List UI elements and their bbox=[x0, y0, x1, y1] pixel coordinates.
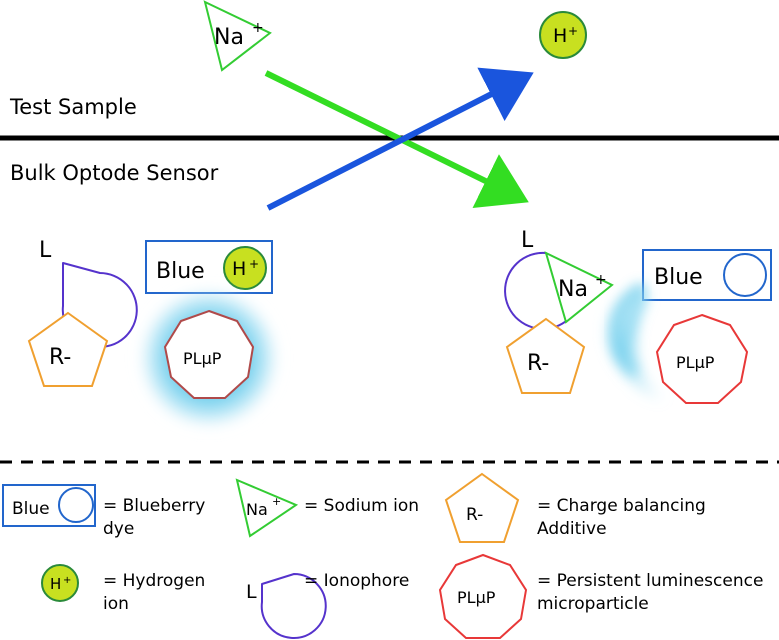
bulk-optode-sensor-label: Bulk Optode Sensor bbox=[10, 161, 219, 185]
triangle-icon bbox=[235, 478, 299, 538]
hydrogen-symbol: H bbox=[553, 25, 567, 47]
legend-ionophore-text: = Ionophore bbox=[304, 571, 409, 591]
ionophore-sodium-complex: L Na + bbox=[504, 228, 614, 330]
plup-symbol: PLμP bbox=[457, 588, 496, 607]
hydrogen-charge: + bbox=[249, 257, 259, 271]
legend-blueberry-line1: = Blueberry bbox=[103, 496, 205, 516]
additive-symbol: R- bbox=[49, 345, 71, 370]
proton-release-arrow bbox=[266, 67, 534, 211]
ionophore-symbol: L bbox=[521, 228, 534, 253]
hydrogen-symbol: H bbox=[50, 575, 61, 593]
legend-sodium-text: = Sodium ion bbox=[304, 496, 419, 516]
legend-blueberry-line2: dye bbox=[103, 519, 134, 539]
hydrogen-symbol: H bbox=[232, 258, 246, 280]
legend-plup: PLμP = Persistent luminescence micropart… bbox=[438, 553, 763, 639]
dye-label: Blue bbox=[12, 499, 50, 519]
circle-icon bbox=[723, 253, 767, 297]
sodium-uptake-arrow bbox=[264, 70, 529, 209]
plup-symbol: PLμP bbox=[183, 349, 222, 368]
additive-left: R- bbox=[27, 311, 109, 387]
legend-hydrogen-line2: ion bbox=[103, 594, 129, 614]
sodium-symbol: Na bbox=[214, 25, 244, 50]
pentagon-icon bbox=[505, 317, 586, 394]
sodium-ion-top: Na + bbox=[203, 0, 272, 72]
legend-plup-line1: = Persistent luminescence bbox=[537, 571, 763, 591]
triangle-icon bbox=[203, 0, 272, 72]
circle-icon bbox=[539, 11, 587, 59]
legend-ionophore: L = Ionophore bbox=[246, 571, 409, 639]
circle-icon bbox=[223, 246, 267, 290]
legend-charge-line2: Additive bbox=[537, 519, 607, 539]
sodium-charge: + bbox=[252, 20, 264, 36]
circle-icon bbox=[41, 564, 79, 602]
blueberry-dye-deprotonated: Blue bbox=[642, 249, 772, 301]
dye-label: Blue bbox=[156, 259, 205, 284]
hydrogen-ion-top: H + bbox=[539, 11, 587, 59]
legend-hydrogen-line1: = Hydrogen bbox=[103, 571, 205, 591]
octagon-icon bbox=[163, 309, 255, 399]
ionophore-symbol: L bbox=[246, 581, 257, 603]
legend-charge-additive: R- = Charge balancing Additive bbox=[444, 472, 706, 543]
hydrogen-charge: + bbox=[63, 575, 71, 586]
triangle-icon bbox=[544, 251, 614, 324]
sodium-charge: + bbox=[272, 495, 281, 508]
legend-sodium: Na + = Sodium ion bbox=[235, 478, 419, 538]
circle-icon bbox=[58, 487, 94, 523]
sodium-charge: + bbox=[595, 272, 607, 288]
legend-blueberry: Blue = Blueberry dye bbox=[2, 484, 205, 539]
octagon-icon bbox=[655, 313, 749, 404]
sodium-symbol: Na bbox=[558, 277, 588, 302]
sodium-symbol: Na bbox=[246, 500, 268, 519]
legend-plup-line2: microparticle bbox=[537, 594, 649, 614]
energy-transfer-streak bbox=[606, 283, 668, 402]
pentagon-icon bbox=[444, 472, 520, 543]
ionophore-symbol: L bbox=[39, 238, 52, 263]
legend-charge-line1: = Charge balancing bbox=[537, 496, 706, 516]
blueberry-dye-protonated: Blue H + bbox=[145, 240, 273, 294]
ionophore-icon bbox=[260, 573, 327, 639]
plup-left-glowing: PLμP bbox=[135, 284, 283, 432]
additive-symbol: R- bbox=[466, 505, 483, 525]
glow-streak-core bbox=[611, 283, 645, 375]
additive-right: R- bbox=[505, 317, 586, 394]
legend-hydrogen: H + = Hydrogen ion bbox=[41, 564, 205, 614]
plup-right: PLμP bbox=[655, 313, 749, 404]
pentagon-icon bbox=[27, 311, 109, 387]
additive-symbol: R- bbox=[527, 351, 549, 376]
hydrogen-charge: + bbox=[568, 24, 578, 38]
plup-symbol: PLμP bbox=[676, 353, 715, 372]
octagon-icon bbox=[438, 553, 528, 639]
test-sample-label: Test Sample bbox=[9, 95, 137, 119]
dye-label: Blue bbox=[654, 265, 703, 290]
